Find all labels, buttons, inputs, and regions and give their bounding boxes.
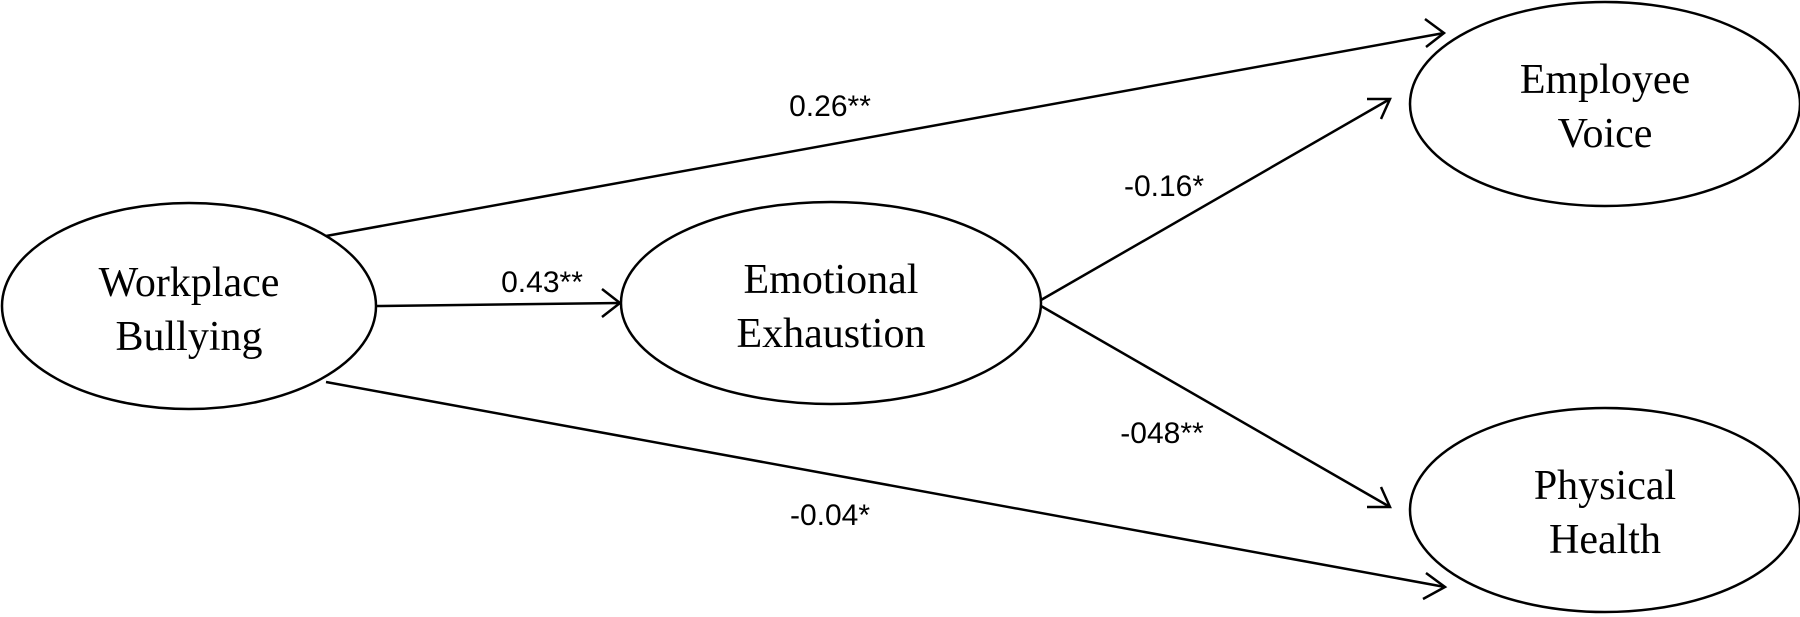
node-label: Health <box>1549 517 1661 563</box>
node-label: Voice <box>1558 111 1653 157</box>
node-label: Physical <box>1534 463 1676 509</box>
node-physical-health: Physical Health <box>1408 406 1800 614</box>
node-employee-voice: Employee Voice <box>1408 0 1800 208</box>
node-label: Employee <box>1520 57 1690 103</box>
edge-exhaustion-to-health <box>1040 304 1392 509</box>
node-label: Exhaustion <box>737 311 926 357</box>
coefficient-exhaustion-to-voice: -0.16* <box>1124 170 1204 203</box>
node-label: Workplace <box>99 260 280 306</box>
coefficient-exhaustion-to-health: -048** <box>1120 417 1204 450</box>
node-label: Emotional <box>744 257 919 303</box>
edge-exhaustion-to-voice <box>1040 97 1392 302</box>
coefficient-bullying-to-exhaustion: 0.43** <box>501 266 583 299</box>
coefficient-bullying-to-health: -0.04* <box>790 499 870 532</box>
node-workplace-bullying: Workplace Bullying <box>0 201 378 411</box>
edge-bullying-to-exhaustion <box>376 288 623 318</box>
node-label: Bullying <box>115 314 262 360</box>
coefficient-bullying-to-voice: 0.26** <box>789 90 871 123</box>
node-emotional-exhaustion: Emotional Exhaustion <box>619 200 1043 406</box>
edge-bullying-to-health <box>325 380 1448 601</box>
edge-bullying-to-voice <box>325 17 1447 238</box>
